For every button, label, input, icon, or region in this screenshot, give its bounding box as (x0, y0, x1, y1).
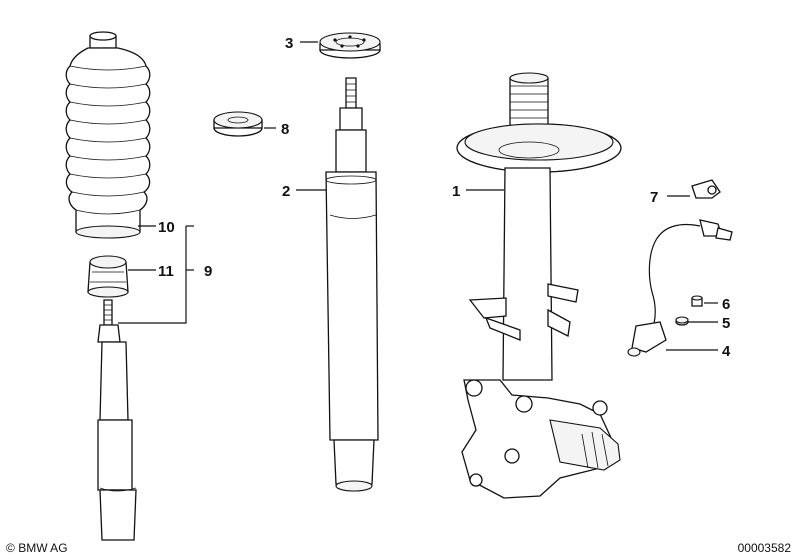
document-number: 00003582 (737, 541, 791, 555)
callout-8: 8 (281, 121, 289, 138)
spring-strut (456, 72, 622, 499)
callout-9: 9 (204, 263, 212, 280)
washer-ring (213, 111, 263, 137)
callout-10: 10 (158, 219, 175, 236)
callout-11: 11 (158, 263, 174, 280)
bellows (65, 31, 151, 239)
copyright-text: BMW AG (18, 541, 68, 555)
callout-4: 4 (722, 343, 731, 360)
bump-stop (87, 255, 129, 298)
support-bearing (319, 32, 381, 59)
sensor-clip (691, 179, 721, 199)
callout-2: 2 (282, 183, 290, 200)
callout-5: 5 (722, 315, 730, 332)
wear-sensor (627, 219, 733, 357)
shock-absorber-rod (97, 299, 137, 541)
callout-6: 6 (722, 296, 730, 313)
copyright-notice: © BMW AG (6, 541, 68, 555)
leader-lines (118, 41, 718, 351)
copyright-symbol: © (6, 541, 15, 555)
callout-1: 1 (452, 183, 460, 200)
screw-and-washer (675, 295, 703, 326)
callout-7: 7 (650, 189, 658, 206)
callout-3: 3 (285, 35, 293, 52)
shock-absorber (325, 77, 379, 492)
